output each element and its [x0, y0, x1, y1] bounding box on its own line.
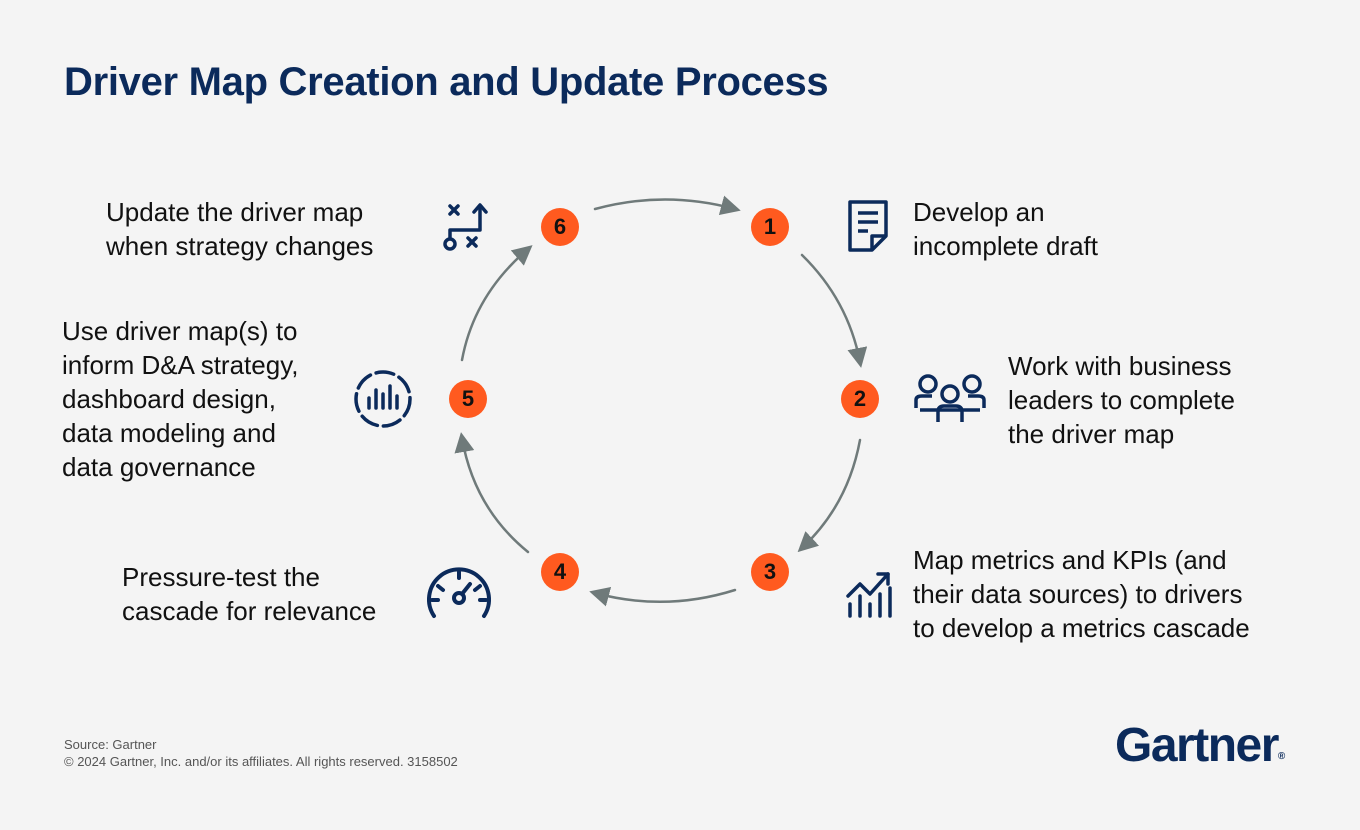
people-icon [914, 374, 986, 422]
strategy-play-icon [443, 203, 488, 251]
page-title: Driver Map Creation and Update Process [64, 60, 829, 104]
step-badge-5: 5 [449, 380, 487, 418]
source-note: Source: Gartner [64, 737, 157, 752]
circular-chart-icon [354, 370, 412, 428]
step-badge-4: 4 [541, 553, 579, 591]
step-label-6: Update the driver map when strategy chan… [106, 197, 374, 261]
arrow-2-to-3 [797, 438, 862, 553]
step-badge-3: 3 [751, 553, 789, 591]
arrow-1-to-2 [800, 253, 868, 368]
document-icon [848, 200, 888, 252]
gauge-icon [427, 567, 491, 618]
step-label-2: Work with business leaders to complete t… [1008, 351, 1235, 449]
step-badge-2: 2 [841, 380, 879, 418]
arrow-6-to-1 [593, 195, 741, 215]
step-label-4: Pressure-test the cascade for relevance [122, 562, 377, 626]
arrow-3-to-4 [589, 587, 737, 607]
step-badge-1: 1 [751, 208, 789, 246]
step-label-1: Develop an incomplete draft [913, 197, 1098, 261]
copyright-note: © 2024 Gartner, Inc. and/or its affiliat… [64, 754, 458, 769]
step-badge-6: 6 [541, 208, 579, 246]
arrow-4-to-5 [454, 432, 530, 554]
gartner-logo: Gartner® [1115, 719, 1286, 772]
step-label-5: Use driver map(s) to inform D&A strategy… [62, 316, 299, 482]
step-label-3: Map metrics and KPIs (and their data sou… [913, 545, 1250, 643]
arrow-5-to-6 [460, 245, 533, 362]
growth-chart-icon [846, 572, 892, 618]
